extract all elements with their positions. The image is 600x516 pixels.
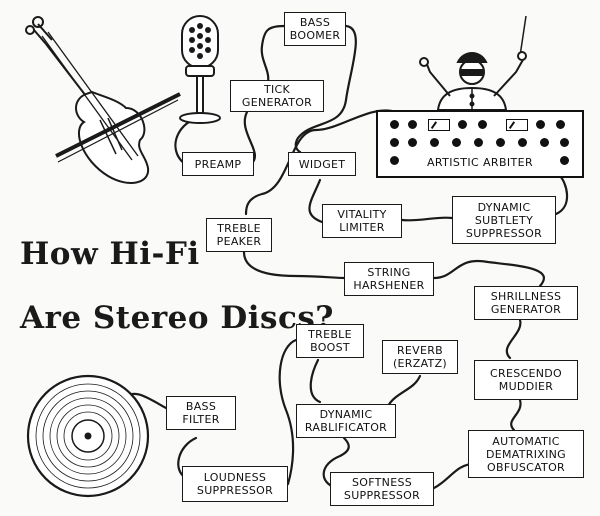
wire-rab-boost bbox=[309, 358, 322, 404]
title-line-2: Are Stereo Discs? bbox=[20, 300, 334, 336]
string-harshener-box: STRING HARSHENER bbox=[344, 262, 434, 296]
arbiter-knob bbox=[496, 138, 505, 147]
crescendo-muddier-box: CRESCENDO MUDDIER bbox=[474, 360, 578, 400]
dynamic-subtlety-suppressor-box: DYNAMIC SUBTLETY SUPPRESSOR bbox=[452, 196, 556, 244]
vitality-limiter-box: VITALITY LIMITER bbox=[322, 204, 402, 238]
arbiter-knob bbox=[536, 120, 545, 129]
artistic-arbiter-label: ARTISTIC ARBITER bbox=[426, 156, 534, 169]
arbiter-knob bbox=[430, 138, 439, 147]
shrillness-generator-box: SHRILLNESS GENERATOR bbox=[474, 286, 578, 320]
wire-softness-rab bbox=[322, 436, 350, 490]
arbiter-knob bbox=[408, 138, 417, 147]
wire-string-shrill bbox=[432, 259, 545, 288]
wire-boost-loudness bbox=[278, 338, 298, 486]
arbiter-knob bbox=[408, 120, 417, 129]
violin-icon bbox=[25, 16, 181, 184]
tick-generator-box: TICK GENERATOR bbox=[230, 80, 324, 112]
arbiter-knob bbox=[390, 156, 399, 165]
preamp-box: PREAMP bbox=[182, 152, 254, 176]
conductor-icon bbox=[419, 15, 527, 111]
record-disc-icon bbox=[26, 374, 150, 498]
wire-widget-vitality bbox=[308, 178, 324, 224]
dynamic-rablificator-box: DYNAMIC RABLIFICATOR bbox=[296, 404, 396, 438]
arbiter-knob bbox=[556, 120, 565, 129]
wire-peaker-string bbox=[242, 250, 346, 280]
wire-dss-arbiter bbox=[554, 174, 569, 216]
loudness-suppressor-box: LOUDNESS SUPPRESSOR bbox=[182, 466, 288, 502]
microphone-icon bbox=[179, 15, 221, 124]
arbiter-knob bbox=[560, 156, 569, 165]
arbiter-knob bbox=[540, 138, 549, 147]
arbiter-knob bbox=[452, 138, 461, 147]
widget-box: WIDGET bbox=[288, 152, 356, 176]
wire-preamp-tick bbox=[243, 108, 256, 164]
wire-tick-bass bbox=[260, 24, 286, 84]
arbiter-knob bbox=[474, 138, 483, 147]
arbiter-knob bbox=[478, 120, 487, 129]
arbiter-knob bbox=[518, 138, 527, 147]
treble-peaker-box: TREBLE PEAKER bbox=[206, 218, 272, 252]
arbiter-knob bbox=[390, 138, 399, 147]
arbiter-knob bbox=[458, 120, 467, 129]
arbiter-knob bbox=[560, 138, 569, 147]
softness-suppressor-box: SOFTNESS SUPPRESSOR bbox=[330, 472, 434, 506]
arbiter-meter-icon bbox=[428, 119, 450, 131]
wire-vitality-dss bbox=[400, 216, 454, 222]
arbiter-knob bbox=[390, 120, 399, 129]
wire-rab-reverb bbox=[386, 374, 422, 408]
wire-arbiter-peaker bbox=[244, 109, 398, 216]
title-line-1: How Hi-Fi bbox=[20, 236, 200, 272]
arbiter-meter-icon bbox=[506, 119, 528, 131]
reverb-erzatz-box: REVERB (ERZATZ) bbox=[382, 340, 458, 374]
treble-boost-box: TREBLE BOOST bbox=[296, 324, 364, 358]
bass-filter-box: BASS FILTER bbox=[166, 396, 236, 430]
wire-shrill-crescendo bbox=[505, 318, 522, 360]
automatic-dematrixing-obfuscator-box: AUTOMATIC DEMATRIXING OBFUSCATOR bbox=[468, 430, 584, 478]
bass-boomer-box: BASS BOOMER bbox=[284, 12, 346, 46]
wire-crescendo-auto bbox=[510, 398, 522, 432]
